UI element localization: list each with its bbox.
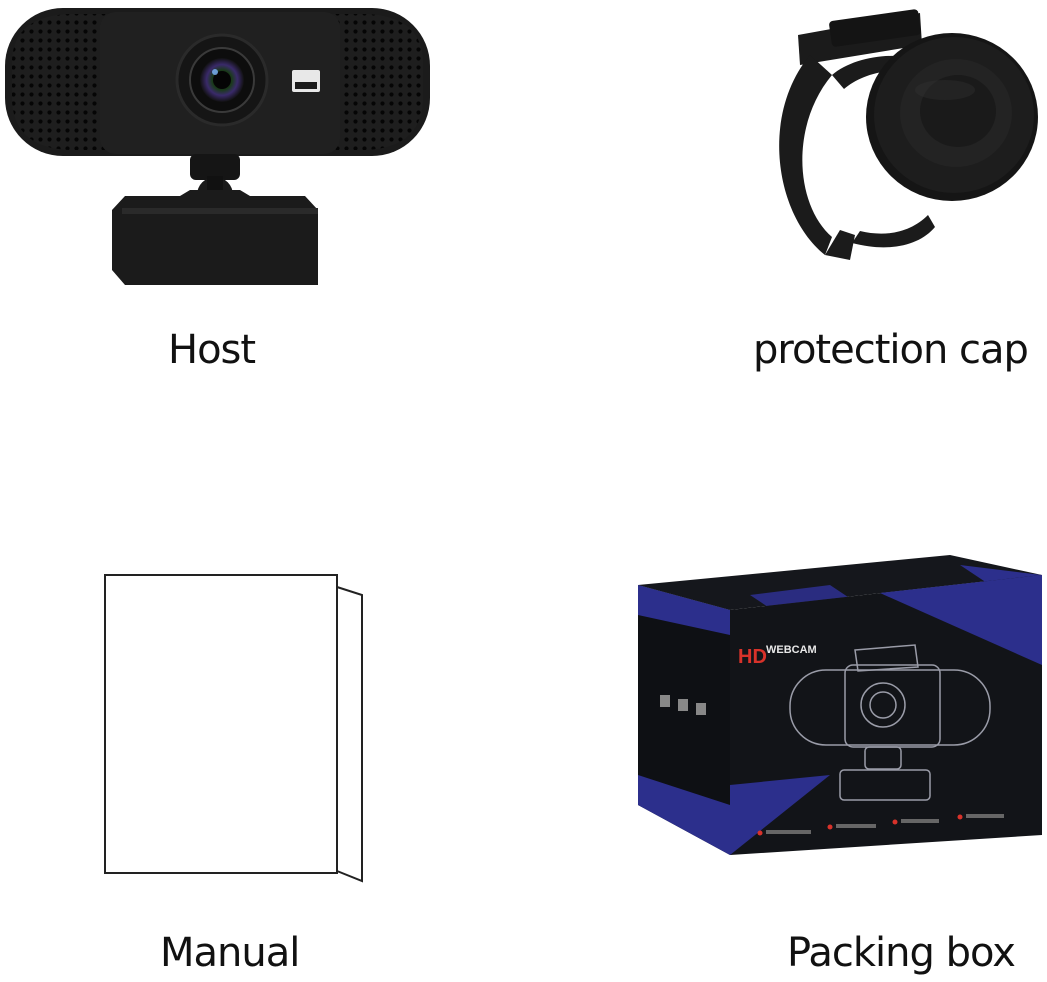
manual-icon — [104, 574, 363, 883]
webcam-icon — [5, 8, 430, 285]
packing-box-icon: HD WEBCAM — [638, 555, 1042, 855]
privacy-cap-icon — [779, 9, 1038, 260]
box-brand-hd: HD — [738, 646, 767, 668]
box-brand-webcam: WEBCAM — [766, 644, 817, 656]
item-label: Host — [168, 327, 256, 373]
item-label: Manual — [160, 930, 300, 976]
item-label: protection cap — [753, 327, 1029, 373]
item-label: Packing box — [787, 930, 1016, 976]
